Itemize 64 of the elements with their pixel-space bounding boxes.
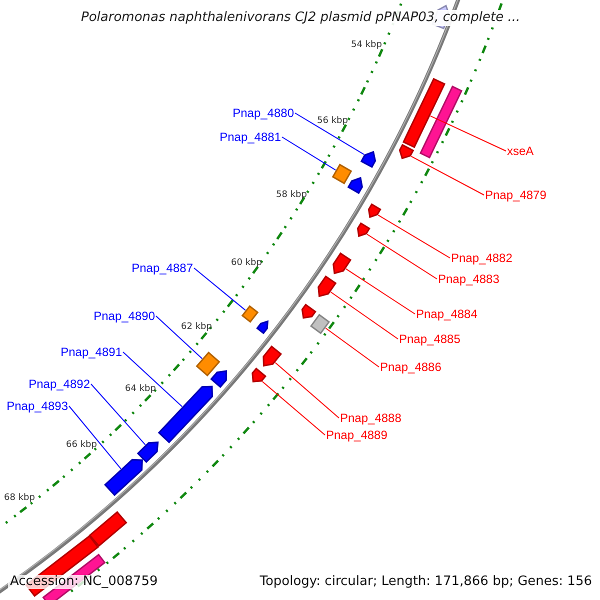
leader-line	[366, 234, 438, 280]
scale-label: 66 kbp	[66, 439, 97, 452]
gene-label: Pnap_4891	[60, 345, 122, 359]
summary-text: Topology: circular; Length: 171,866 bp; Genes: 156	[260, 575, 592, 589]
leader-line	[262, 381, 326, 436]
gene-label: Pnap_4882	[451, 251, 512, 265]
leader-line	[330, 292, 398, 340]
gene-feature	[301, 304, 316, 319]
gene-label: Pnap_4885	[399, 332, 460, 346]
gene-label: Pnap_4883	[438, 272, 500, 286]
gene-feature	[360, 150, 376, 168]
leader-line	[194, 268, 246, 311]
gene-feature	[104, 458, 143, 496]
leader-line	[294, 112, 364, 155]
leader-line	[378, 214, 450, 258]
gene-label: Pnap_4881	[220, 130, 281, 144]
leader-line	[282, 136, 336, 171]
gene-label: Pnap_4889	[326, 428, 388, 442]
gene-feature	[158, 386, 214, 444]
gene-feature	[398, 144, 414, 160]
leader-line	[325, 328, 380, 368]
gene-feature	[256, 320, 269, 334]
leader-line	[90, 384, 146, 446]
gene-feature	[347, 176, 363, 194]
gene-label: Pnap_4893	[6, 399, 68, 413]
scale-label: 64 kbp	[125, 383, 156, 396]
gene-feature	[318, 275, 337, 298]
gene-label: Pnap_4888	[340, 411, 402, 425]
gene-label: Pnap_4880	[232, 106, 294, 120]
gene-feature	[356, 222, 370, 238]
scale-label: 62 kbp	[181, 321, 212, 334]
accession-text: Accession: NC_008759	[8, 575, 160, 589]
gene-feature	[262, 345, 282, 367]
gene-feature	[210, 370, 227, 388]
gene-block	[332, 164, 352, 184]
leader-line	[345, 268, 416, 314]
gene-block	[310, 314, 330, 334]
gene-bar	[402, 78, 446, 148]
gene-label: xseA	[507, 144, 534, 158]
leader-line	[274, 362, 340, 418]
scale-label: 68 kbp	[4, 492, 35, 505]
leader-line	[410, 156, 484, 196]
gene-bar	[88, 510, 128, 548]
gene-label: Pnap_4887	[132, 261, 193, 275]
gene-feature	[252, 368, 266, 382]
gene-label: Pnap_4884	[416, 307, 478, 321]
gene-bar	[419, 85, 463, 159]
leader-line	[68, 406, 122, 470]
scale-label: 56 kbp	[317, 115, 348, 128]
scale-label: 60 kbp	[231, 257, 262, 270]
gene-feature	[368, 203, 382, 218]
gene-feature	[136, 442, 159, 464]
gene-label: Pnap_4890	[94, 309, 155, 323]
leader-line	[430, 115, 506, 152]
scale-label: 58 kbp	[276, 189, 307, 202]
gene-block	[196, 352, 220, 376]
scale-label: 54 kbp	[351, 39, 382, 52]
gene-feature	[332, 252, 352, 274]
gene-label: Pnap_4886	[380, 360, 442, 374]
leader-line	[156, 316, 203, 360]
leader-line	[122, 352, 183, 408]
gene-label: Pnap_4879	[485, 188, 546, 202]
gene-block	[241, 305, 259, 323]
gene-label: Pnap_4892	[28, 377, 90, 391]
